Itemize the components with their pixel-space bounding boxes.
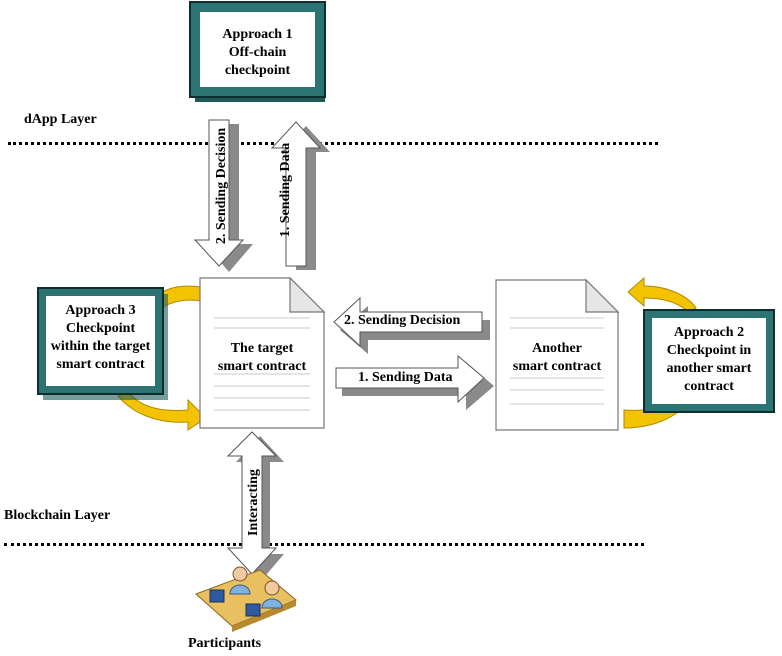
approach2-box-frame [643, 309, 775, 413]
approach1-box: Approach 1 Off-chain checkpoint [190, 2, 325, 97]
down-arrow-sending-decision [193, 119, 253, 272]
another-contract-line1: Another [532, 341, 582, 356]
approach1-title: Approach 1 [222, 27, 293, 42]
approach3-title: Approach 3 [65, 303, 136, 318]
target-contract: The target smart contract [200, 278, 324, 428]
approach2-box: Approach 2 Checkpoint in another smart c… [644, 310, 774, 412]
target-contract-line2: smart contract [217, 359, 307, 374]
participants-label: Participants [188, 636, 262, 651]
another-contract-document [495, 278, 620, 431]
left-arrow-sending-decision [333, 296, 490, 354]
down-arrow-label: 2. Sending Decision [214, 127, 229, 245]
approach3-line4: smart contract [56, 357, 145, 372]
participants-icon [195, 566, 297, 632]
interacting-double-arrow [226, 431, 284, 582]
target-contract-line1: The target [230, 341, 294, 356]
up-arrow-sending-data [270, 121, 330, 270]
another-contract-line2: smart contract [512, 359, 602, 374]
approach2-title: Approach 2 [673, 325, 745, 340]
dapp-layer-label: dApp Layer [24, 112, 97, 127]
blockchain-layer-divider [4, 543, 644, 546]
right-arrow-sending-data [335, 354, 494, 410]
interacting-label: Interacting [246, 469, 261, 536]
approach3-box: Approach 3 Checkpoint within the target … [38, 288, 163, 394]
approach1-line2: Off-chain [228, 45, 287, 60]
left-arrow-label: 2. Sending Decision [344, 313, 461, 328]
approach2-line2: Checkpoint in [666, 343, 752, 358]
another-contract: Another smart contract [496, 280, 618, 430]
approach1-box-frame [189, 1, 326, 102]
approach3-line2: Checkpoint [65, 321, 136, 336]
approach3-line3: within the target [50, 339, 151, 354]
approach2-line3: another smart [666, 361, 752, 376]
dapp-layer-divider [8, 142, 658, 145]
target-contract-document [199, 276, 326, 429]
blockchain-layer-label: Blockchain Layer [4, 508, 111, 523]
approach2-line4: contract [684, 379, 734, 394]
approach1-line3: checkpoint [224, 63, 291, 78]
right-arrow-label: 1. Sending Data [358, 370, 453, 385]
approach3-box-frame [37, 287, 168, 400]
up-arrow-label: 1. Sending Data [278, 142, 293, 238]
